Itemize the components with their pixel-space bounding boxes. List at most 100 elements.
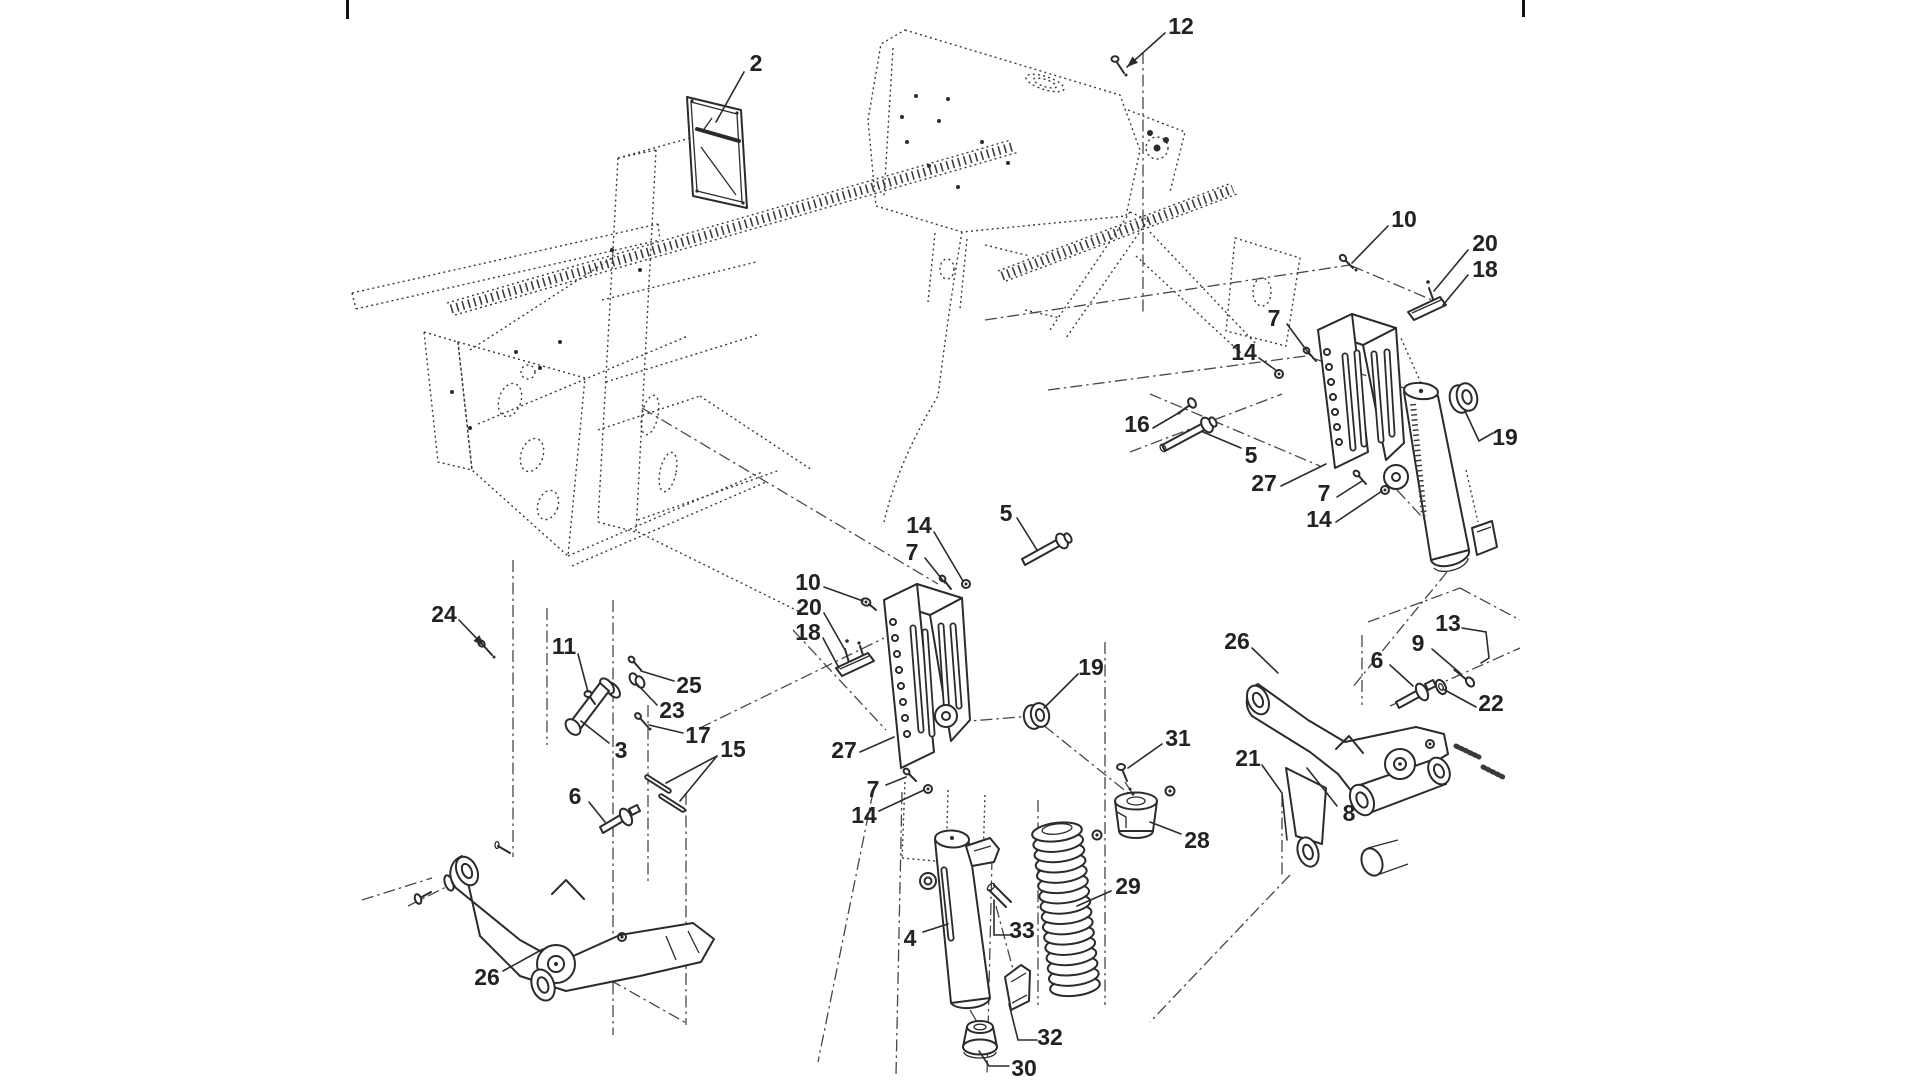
callout-14: 14 <box>851 789 925 828</box>
strap-18-right <box>1407 296 1447 321</box>
part-number-label: 12 <box>1168 13 1194 39</box>
part-number-label: 6 <box>569 783 582 809</box>
callout-2: 2 <box>715 50 762 123</box>
callout-15: 15 <box>665 736 746 802</box>
part-number-label: 7 <box>1268 305 1281 331</box>
frame-left-assembly <box>351 223 767 567</box>
part-number-label: 4 <box>904 925 917 951</box>
leader-arrowhead <box>1127 56 1138 67</box>
callout-20: 20 <box>796 594 846 651</box>
part-number-label: 26 <box>474 964 500 990</box>
strap-18-center <box>835 652 875 677</box>
part-number-label: 32 <box>1037 1024 1063 1050</box>
callout-24: 24 <box>431 601 485 647</box>
callout-22: 22 <box>1442 688 1504 716</box>
part-number-label: 30 <box>1011 1055 1037 1080</box>
leader-line <box>885 776 907 786</box>
leader-line <box>502 948 544 972</box>
center-lines <box>361 52 1521 1076</box>
frame-top-panel <box>867 29 1141 523</box>
part-number-label: 22 <box>1478 690 1504 716</box>
part-number-label: 8 <box>1343 800 1356 826</box>
part-number-label: 25 <box>676 672 702 698</box>
leader-line <box>1286 323 1311 356</box>
callout-29: 29 <box>1076 873 1141 907</box>
part-number-label: 7 <box>1318 480 1331 506</box>
callout-18: 18 <box>1442 256 1498 306</box>
part-number-label: 20 <box>796 594 822 620</box>
registration-mark <box>1522 0 1525 17</box>
leader-line <box>1202 431 1242 449</box>
bolt-6-right <box>1395 679 1437 709</box>
bolt-25 <box>627 655 642 671</box>
leader-line <box>1043 673 1079 709</box>
leader-line <box>1076 890 1112 907</box>
clip-32 <box>1004 964 1031 1011</box>
bolt-9 <box>1453 668 1476 688</box>
part-number-label: 26 <box>1224 628 1250 654</box>
leader-line <box>1389 664 1414 687</box>
bracket-center-27 <box>883 583 971 769</box>
registration-mark <box>346 0 349 19</box>
leader-line <box>1127 743 1163 769</box>
leader-line <box>1442 688 1477 708</box>
nut-14-right-lower <box>1380 485 1390 495</box>
part-number-label: 18 <box>1472 256 1498 282</box>
leader-line <box>679 755 718 802</box>
callout-32: 32 <box>1008 1003 1063 1050</box>
bolt-12 <box>1110 55 1128 77</box>
cotter-pins-15 <box>644 774 686 813</box>
leader-line <box>580 720 610 744</box>
part-number-label: 24 <box>431 601 457 627</box>
bolt-11 <box>583 690 596 705</box>
part-number-label: 5 <box>1245 442 1258 468</box>
leader-line <box>1251 647 1279 674</box>
leader-line <box>648 724 684 734</box>
pivot-pin-3 <box>564 677 621 736</box>
part-number-label: 14 <box>851 802 877 828</box>
part-number-label: 6 <box>1371 647 1384 673</box>
part-number-label: 16 <box>1124 411 1150 437</box>
part-number-label: 18 <box>795 619 821 645</box>
leader-line <box>1335 490 1383 523</box>
leader-line <box>993 899 1011 936</box>
leader-line <box>1261 764 1288 841</box>
callout-19: 19 <box>1043 654 1104 709</box>
frame-bottom-center <box>901 781 986 863</box>
leader-line <box>924 557 946 584</box>
callout-10: 10 <box>1351 206 1417 264</box>
callout-8: 8 <box>1306 767 1356 826</box>
leader-line <box>1016 517 1038 551</box>
bolt-7-right-lower <box>1352 469 1367 485</box>
part-number-label: 10 <box>795 569 821 595</box>
decal-plate <box>686 96 748 209</box>
leader-line <box>1442 274 1469 306</box>
callout-7: 7 <box>906 539 946 584</box>
leader-line <box>1152 410 1183 429</box>
callout-17: 17 <box>648 722 711 748</box>
leader-arrowhead <box>473 635 484 646</box>
leader-line <box>1258 357 1278 372</box>
callout-21: 21 <box>1235 745 1288 841</box>
part-number-label: 14 <box>906 512 932 538</box>
part-number-label: 3 <box>615 737 628 763</box>
coil-spring-29 <box>1031 821 1101 998</box>
registration-marks <box>346 0 1525 19</box>
callout-16: 16 <box>1124 410 1183 437</box>
frame-middle <box>597 131 813 613</box>
bushing-28 <box>1114 791 1158 839</box>
callout-6: 6 <box>1371 647 1414 687</box>
part-number-label: 10 <box>1391 206 1417 232</box>
callout-4: 4 <box>904 923 949 951</box>
bolt-10-right <box>1338 253 1358 272</box>
part-number-label: 33 <box>1009 917 1035 943</box>
leader-line <box>878 789 925 812</box>
washer-22 <box>1434 678 1448 696</box>
callout-11: 11 <box>552 633 589 693</box>
callout-25: 25 <box>640 670 702 698</box>
leader-line <box>1351 225 1389 264</box>
bolt-10-center <box>860 597 877 611</box>
callout-6: 6 <box>569 783 606 823</box>
leader-line <box>933 531 964 582</box>
